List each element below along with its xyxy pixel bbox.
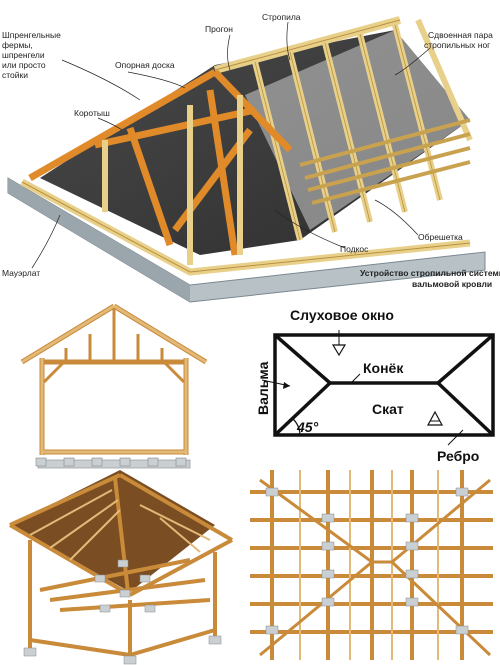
- angle-arc: [291, 417, 301, 436]
- label-shprengel-5: стойки: [2, 70, 28, 80]
- rebro-line-2: [273, 381, 332, 437]
- gable-frame-drawing: [20, 303, 208, 469]
- caption-line-1: Устройство стропильной системы: [360, 268, 500, 278]
- label-podkos: Подкос: [340, 244, 369, 254]
- label-skat: Скат: [372, 401, 404, 417]
- hip-roof-schema: Слуховое окно Конёк Скат Вальма Ребро 45…: [255, 307, 495, 464]
- label-shprengel-2: фермы,: [2, 40, 33, 50]
- struts: [102, 95, 243, 265]
- label-opornaya: Опорная доска: [115, 60, 175, 70]
- label-sdvoennaya-2: стропильных ног: [424, 40, 490, 50]
- caption-line-2: вальмовой кровли: [412, 279, 492, 289]
- label-shprengel-4: или просто: [2, 60, 46, 70]
- label-sluhovoe: Слуховое окно: [290, 307, 394, 323]
- label-konek: Конёк: [363, 360, 404, 376]
- label-angle: 45°: [296, 419, 319, 435]
- label-korotysh: Коротыш: [74, 108, 110, 118]
- roof-outline: [273, 333, 495, 437]
- label-shprengel-3: шпренгели: [2, 50, 45, 60]
- pavilion-frame-3d: [8, 470, 234, 665]
- dormer-icon: [331, 344, 347, 357]
- label-valma: Вальма: [255, 361, 271, 415]
- label-shprengel-1: Шпренгельные: [2, 30, 61, 40]
- rebro-line-3: [436, 333, 495, 385]
- battens: [299, 118, 471, 205]
- label-stropila: Стропила: [262, 12, 301, 22]
- rafter-plan-view: [250, 470, 493, 660]
- hip-roof-3d-diagram: Шпренгельные фермы, шпренгели или просто…: [2, 12, 500, 303]
- label-obreshetka: Обрешетка: [418, 232, 463, 242]
- label-sdvoennaya-1: Сдвоенная пара: [428, 30, 493, 40]
- label-progon: Прогон: [205, 24, 233, 34]
- rebro-line-1: [273, 333, 332, 385]
- dormer-icon-2: [426, 410, 444, 426]
- label-rebro: Ребро: [437, 448, 479, 464]
- label-mauerlat: Мауэрлат: [2, 268, 40, 278]
- rebro-line-4: [436, 381, 495, 437]
